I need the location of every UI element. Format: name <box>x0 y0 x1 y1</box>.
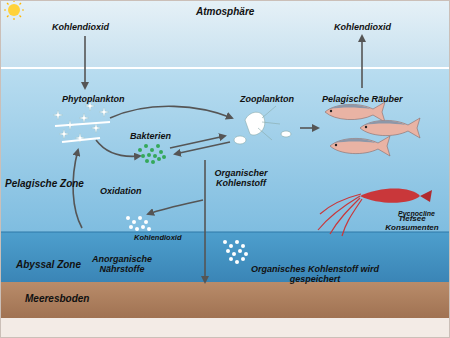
abyssal-zone-band: Abyssal Zone <box>0 232 450 282</box>
organism-label: Pelagische Räuber <box>322 94 403 104</box>
process-label: Oxidation <box>100 186 142 196</box>
organism-label: Zooplankton <box>240 94 294 104</box>
zone-label: Atmosphäre <box>196 6 254 18</box>
process-label: Organischer Kohlenstoff <box>210 168 272 189</box>
co2-label: Kohlendioxid <box>134 234 182 243</box>
zone-label: Pelagische Zone <box>5 178 84 190</box>
co2-label: Kohlendioxid <box>334 22 391 32</box>
zone-label: Abyssal Zone <box>16 259 81 271</box>
co2-label: Kohlendioxid <box>52 22 109 32</box>
organism-label: Bakterien <box>130 131 171 141</box>
storage-label: Organisches Kohlenstoff wird gespeichert <box>250 264 380 285</box>
organism-label: Phytoplankton <box>62 94 125 104</box>
zone-label: Meeresboden <box>25 293 89 305</box>
seafloor-band: Meeresboden <box>0 282 450 318</box>
pelagic-zone-band: Pelagische Zone <box>0 68 450 232</box>
organism-label: Tiefsee Konsumenten <box>380 214 444 232</box>
nutrient-label: Anorganische Nährstoffe <box>86 254 158 275</box>
atmosphere-band: Atmosphäre <box>0 0 450 68</box>
